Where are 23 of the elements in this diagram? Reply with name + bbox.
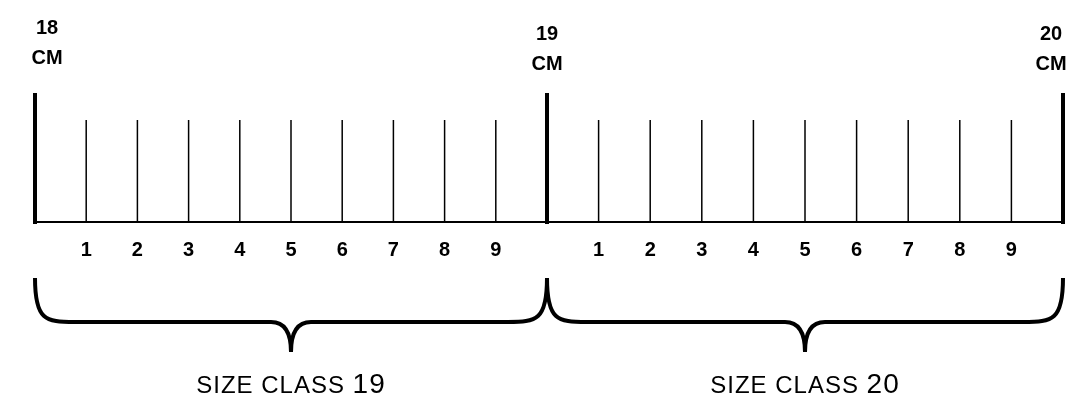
tick-number: 3: [183, 238, 195, 261]
size-class-label: SIZE CLASS 19: [196, 368, 386, 400]
tick-number: 9: [1005, 238, 1017, 261]
tick-number: 5: [799, 238, 811, 261]
tick-number: 4: [234, 238, 246, 261]
tick-number: 6: [336, 238, 348, 261]
tick-number: 6: [851, 238, 863, 261]
scale-label: 18 CM: [30, 15, 64, 70]
tick-number: 1: [80, 238, 92, 261]
tick-number: 2: [644, 238, 656, 261]
scale-label: 19 CM: [530, 21, 564, 76]
tick-number: 4: [747, 238, 759, 261]
size-class-label: SIZE CLASS 20: [710, 368, 900, 400]
tick-number: 2: [131, 238, 143, 261]
tick-number: 9: [490, 238, 502, 261]
tick-number: 3: [696, 238, 708, 261]
tick-number: 7: [387, 238, 399, 261]
tick-number: 8: [439, 238, 451, 261]
scale-label: 20 CM: [1034, 21, 1068, 76]
tick-number: 5: [285, 238, 297, 261]
tick-number: 1: [593, 238, 605, 261]
tick-number: 7: [902, 238, 914, 261]
tick-number: 8: [954, 238, 966, 261]
